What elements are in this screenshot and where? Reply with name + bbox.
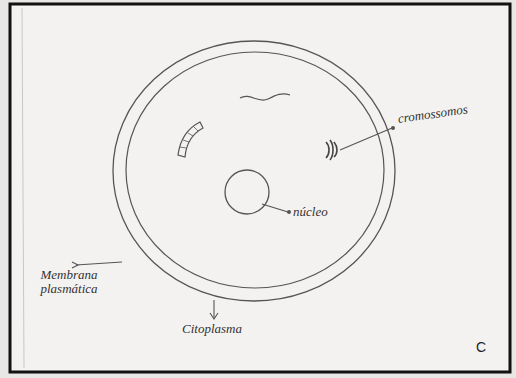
leader-dot: [287, 210, 291, 214]
leader-line: [213, 300, 214, 318]
paper-margin: [22, 8, 24, 368]
leader-line: [262, 204, 288, 212]
cell-inner-membrane: [126, 52, 384, 288]
part-label: Membrana plasmática: [26, 268, 112, 297]
chromosome-marks: [326, 140, 337, 160]
leader-line: [340, 128, 392, 150]
wavy-structure: [240, 94, 290, 100]
leader-line: [76, 262, 122, 265]
cell-outer-membrane: [113, 41, 395, 301]
part-label: núcleo: [293, 205, 328, 219]
part-label: cromossomos: [397, 102, 469, 126]
nucleus-circle: [225, 170, 269, 214]
paper-frame: [10, 4, 510, 372]
leader-dot: [391, 126, 395, 130]
organelle-band: [178, 122, 203, 157]
organelle-stripes: [180, 127, 198, 148]
part-label: Citoplasma: [182, 322, 242, 336]
panel-letter: C: [476, 340, 486, 355]
leader-arrow: [210, 313, 218, 319]
